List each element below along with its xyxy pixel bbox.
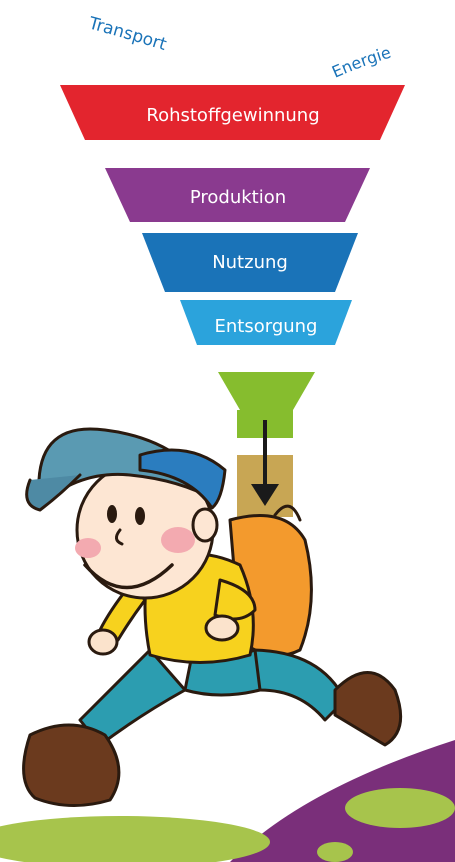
ear: [191, 507, 219, 543]
down-arrow-icon: [251, 420, 279, 506]
right-hand: [204, 614, 240, 642]
ground-green-patch-small: [317, 842, 353, 862]
cap-brim: [25, 473, 82, 512]
stage-band-produktion: [105, 168, 370, 222]
energie-label: Energie: [329, 43, 393, 82]
backpack-strap: [273, 504, 302, 522]
ground: [0, 740, 455, 862]
ground-purple-hill: [230, 740, 455, 862]
stage-label-produktion: Produktion: [190, 187, 286, 208]
stage-label-nutzung: Nutzung: [212, 252, 288, 273]
right-eye: [135, 507, 145, 525]
smile: [83, 563, 174, 590]
stage-band-entsorgung: [180, 300, 352, 345]
ground-green-patch-right: [345, 788, 455, 828]
back-shoe: [333, 671, 403, 747]
transport-label: Transport: [86, 13, 170, 55]
left-hand: [87, 628, 119, 656]
stage-label-entsorgung: Entsorgung: [215, 316, 318, 337]
front-shoe: [22, 723, 121, 808]
nose: [115, 528, 124, 546]
back-leg: [248, 648, 347, 722]
cartoon-boy-illustration: [22, 427, 403, 808]
right-cheek: [161, 527, 195, 553]
left-eye: [107, 505, 117, 523]
cap-side: [138, 448, 227, 510]
ground-green-patch-left: [0, 816, 270, 862]
stage-band-nutzung: [142, 233, 358, 292]
left-cheek: [75, 538, 101, 558]
stage-label-rohstoffgewinnung: Rohstoffgewinnung: [146, 105, 319, 126]
funnel-neck-top: [218, 372, 315, 410]
stage-band-rohstoffgewinnung: [60, 85, 405, 140]
